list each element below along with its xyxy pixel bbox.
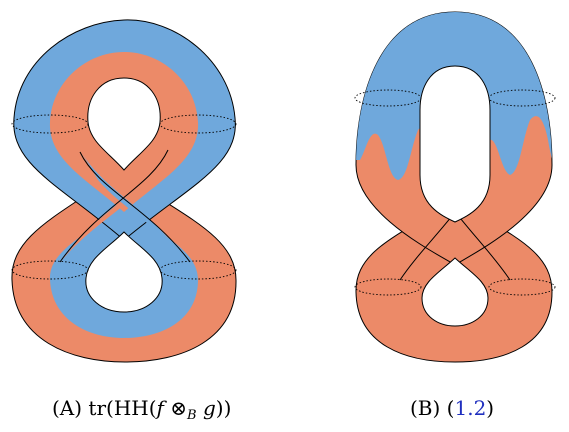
panel-b-cross-sections xyxy=(354,89,556,296)
caption-a-suffix: )) xyxy=(215,396,232,420)
caption-a-f: f xyxy=(156,396,164,420)
caption-b-close: ) xyxy=(486,396,495,420)
panel-a-cross-sections xyxy=(11,114,237,280)
caption-a-label: (A) xyxy=(52,396,83,420)
panel-a-crossing-outline xyxy=(59,149,191,263)
caption-b-open: ( xyxy=(446,396,455,420)
caption-a-otimes: ⊗ xyxy=(163,396,188,420)
caption-a-sub: B xyxy=(187,408,197,423)
panel-a-figure-eight xyxy=(11,19,237,363)
caption-b-ref-link[interactable]: 1.2 xyxy=(454,396,487,420)
caption-b: (B) (1.2) xyxy=(410,396,494,420)
caption-a-prefix: tr(HH( xyxy=(88,396,157,420)
panel-a-crossing-blue xyxy=(80,150,190,262)
caption-a: (A) tr(HH(f ⊗B g)) xyxy=(52,396,231,423)
panel-b-figure-eight xyxy=(354,11,556,363)
panel-a-lower-hole xyxy=(85,231,163,313)
panel-b-upper-hole xyxy=(419,65,491,223)
panel-a-upper-hole xyxy=(87,77,161,171)
panel-b-lower-hole xyxy=(421,257,489,327)
caption-b-label: (B) xyxy=(410,396,441,420)
panel-a-crossing-orange xyxy=(58,150,168,265)
caption-a-g: g xyxy=(202,396,216,420)
